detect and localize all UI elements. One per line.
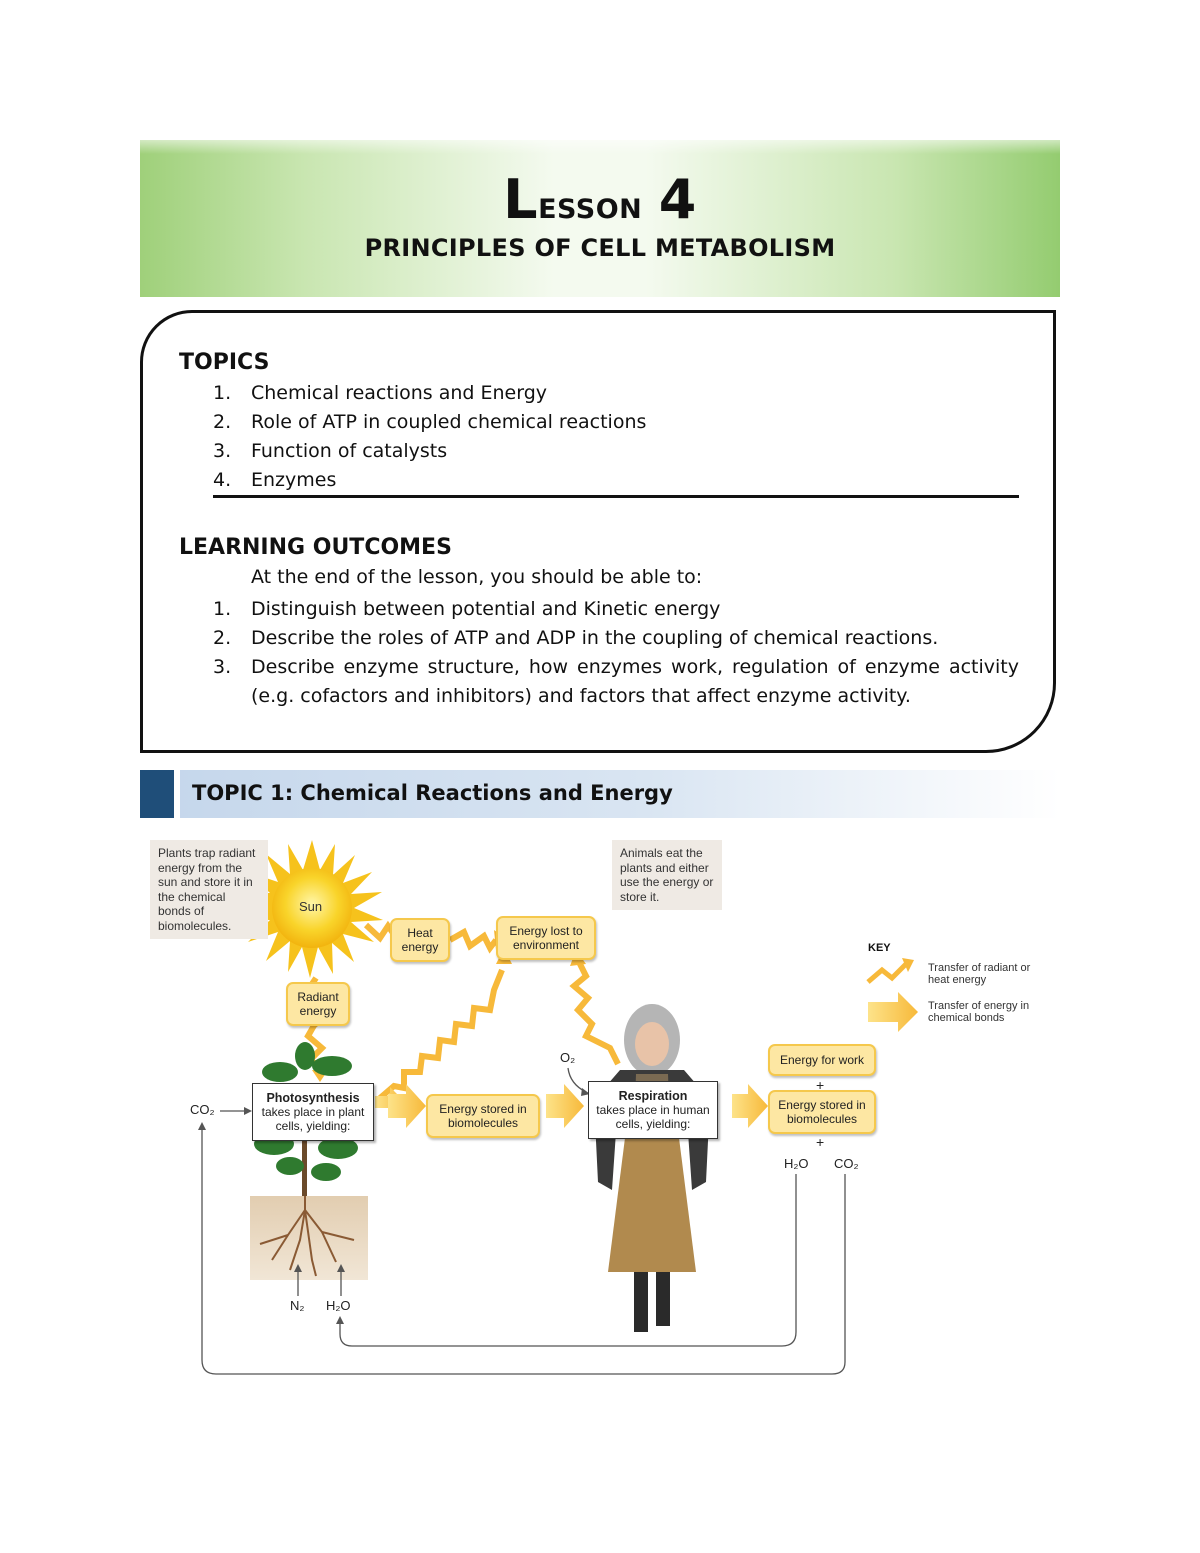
key-icons [866,958,918,1032]
o2-label: O₂ [560,1050,576,1065]
list-text: Describe enzyme structure, how enzymes w… [251,656,1019,707]
cycle-lines [201,1067,846,1375]
topic-section-title: TOPIC 1: Chemical Reactions and Energy [192,781,673,805]
lesson-banner: Lesson 4 PRINCIPLES OF CELL METABOLISM [140,140,1060,297]
list-item: 3. Describe enzyme structure, how enzymes… [213,653,1019,711]
outcomes-intro: At the end of the lesson, you should be … [251,566,703,588]
animals-note: Animals eat the plants and either use th… [612,840,722,910]
n2-label: N₂ [290,1298,305,1313]
list-number: 3. [213,440,232,462]
energy-lost-box: Energy lost to environment [496,916,596,960]
lesson-title: Lesson 4 [140,168,1060,231]
list-number: 1. [213,598,232,620]
heat-energy-box: Heat energy [390,918,450,962]
co2-output-label: CO₂ [834,1156,859,1171]
list-number: 3. [213,656,232,678]
respiration-title: Respiration [618,1089,688,1103]
list-item: 2. Role of ATP in coupled chemical reacti… [213,408,646,437]
list-item: 3. Function of catalysts [213,437,646,466]
outcomes-heading: LEARNING OUTCOMES [179,535,452,560]
chemical-arrows [375,1084,768,1128]
plus-sign: + [816,1077,825,1093]
photosynthesis-text: takes place in plant cells, yielding: [261,1105,365,1133]
energy-stored-box-1: Energy stored in biomolecules [426,1094,540,1138]
lesson-title-rest: esson [538,183,643,227]
key-chemical-label: Transfer of energy in chemical bonds [928,1000,1030,1024]
topic-bar-accent [140,770,174,818]
list-text: Describe the roles of ATP and ADP in the… [251,627,939,649]
plant-illustration [250,1042,368,1280]
outcomes-list: 1. Distinguish between potential and Kine… [213,595,1019,711]
topics-divider [213,495,1019,498]
list-number: 1. [213,382,232,404]
sun-icon [238,840,383,978]
respiration-box: Respiration takes place in human cells, … [588,1081,718,1139]
list-text: Function of catalysts [251,440,448,462]
diagram-key: KEY Transfer of radiant or heat energy T… [860,934,1050,1034]
topic-bar-gap [174,770,180,818]
photosynthesis-box: Photosynthesis takes place in plant cell… [252,1083,374,1141]
energy-for-work-box: Energy for work [768,1044,876,1076]
topics-list: 1. Chemical reactions and Energy 2. Role o… [213,379,646,495]
radiant-energy-box: Radiant energy [286,982,350,1026]
list-item: 1. Chemical reactions and Energy [213,379,646,408]
list-text: Role of ATP in coupled chemical reaction… [251,411,647,433]
lesson-number: 4 [658,168,697,231]
plus-sign: + [816,1134,825,1150]
key-title: KEY [868,942,891,954]
respiration-text: takes place in human cells, yielding: [596,1103,710,1131]
photosynthesis-title: Photosynthesis [266,1091,360,1105]
list-number: 2. [213,411,232,433]
topic-section-bar: TOPIC 1: Chemical Reactions and Energy [140,770,1060,818]
energy-flow-diagram: Plants trap radiant energy from the sun … [140,830,1060,1390]
energy-stored-box-2: Energy stored in biomolecules [768,1090,876,1134]
plants-note: Plants trap radiant energy from the sun … [150,840,268,939]
list-item: 4. Enzymes [213,466,646,495]
list-number: 2. [213,627,232,649]
topics-box: TOPICS 1. Chemical reactions and Energy 2… [140,310,1056,753]
h2o-input-label: H₂O [326,1298,351,1313]
lesson-subtitle: PRINCIPLES OF CELL METABOLISM [364,234,836,262]
cycle-arrowheads [198,1088,590,1324]
list-text: Distinguish between potential and Kineti… [251,598,721,620]
list-number: 4. [213,469,232,491]
list-text: Enzymes [251,469,337,491]
lesson-title-initial: L [503,168,539,231]
co2-input-label: CO₂ [190,1102,215,1117]
list-item: 1. Distinguish between potential and Kine… [213,595,1019,624]
h2o-output-label: H₂O [784,1156,809,1171]
list-text: Chemical reactions and Energy [251,382,548,404]
list-item: 2. Describe the roles of ATP and ADP in t… [213,624,1019,653]
topics-heading: TOPICS [179,350,270,375]
sun-label: Sun [299,899,323,914]
key-radiant-label: Transfer of radiant or heat energy [928,962,1031,986]
